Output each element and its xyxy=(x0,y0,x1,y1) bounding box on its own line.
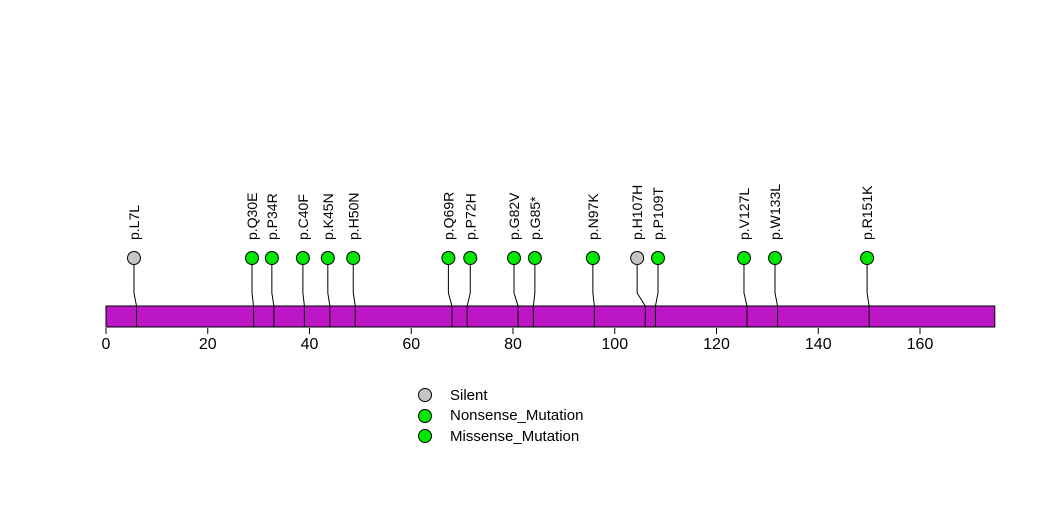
axis-tick-label: 60 xyxy=(402,336,420,353)
lollipop-stem xyxy=(866,258,870,327)
mutation-circle xyxy=(736,251,751,265)
axis-tick-label: 0 xyxy=(102,336,111,353)
mutation-label: p.H50N xyxy=(345,193,361,240)
mutation-circle xyxy=(441,251,456,265)
lollipop-stem xyxy=(743,258,748,327)
lollipop-stem xyxy=(271,258,275,327)
legend-item-missense-mutation: Missense_Mutation xyxy=(418,426,583,447)
nonsense-mutation-swatch-icon xyxy=(418,408,432,423)
mutation-label: p.G82V xyxy=(506,192,522,240)
mutation-circle xyxy=(585,251,600,265)
mutation-label: p.V127L xyxy=(736,188,752,240)
mutation-label: p.W133L xyxy=(767,184,783,240)
axis-tick-label: 120 xyxy=(703,336,730,353)
mutation-label: p.P34R xyxy=(264,193,280,240)
legend-label-missense-mutation: Missense_Mutation xyxy=(450,427,580,445)
mutation-circle xyxy=(264,251,279,265)
lollipop-stem xyxy=(251,258,255,327)
mutation-label: p.G85* xyxy=(527,196,543,240)
axis-tick-label: 140 xyxy=(805,336,832,353)
lollipop-stem xyxy=(447,258,453,327)
axis-tick-label: 20 xyxy=(199,336,217,353)
axis-tick-label: 80 xyxy=(504,336,522,353)
mutation-label: p.C40F xyxy=(295,194,311,240)
lollipop-stem xyxy=(532,258,536,327)
axis-tick-label: 160 xyxy=(907,336,934,353)
mutation-label: p.H107H xyxy=(629,185,645,240)
lollipop-stem xyxy=(302,258,305,327)
silent-swatch-icon xyxy=(418,388,432,403)
mutation-circle xyxy=(245,251,260,265)
lollipop-stem xyxy=(636,258,646,327)
mutation-label: p.R151K xyxy=(859,185,875,240)
mutation-label: p.K45N xyxy=(320,193,336,240)
mutation-circle xyxy=(463,251,478,265)
axis-tick-label: 40 xyxy=(301,336,319,353)
missense-mutation-swatch-icon xyxy=(418,429,432,444)
mutation-circle xyxy=(527,251,542,265)
lollipop-stem xyxy=(327,258,331,327)
mutation-label: p.L7L xyxy=(126,205,142,240)
lollipop-stem xyxy=(352,258,356,327)
lollipop-stem xyxy=(513,258,519,327)
lollipop-stem xyxy=(466,258,471,327)
legend-label-silent: Silent xyxy=(450,386,488,404)
mutation-circle xyxy=(320,251,335,265)
mutation-circle xyxy=(126,251,141,265)
mutation-circle xyxy=(650,251,665,265)
mutation-label: p.Q30E xyxy=(244,193,260,240)
mutation-label: p.P109T xyxy=(650,187,666,240)
mutation-circle xyxy=(630,251,645,265)
mutation-circle xyxy=(507,251,522,265)
lollipop-stem xyxy=(654,258,659,327)
mutation-circle xyxy=(346,251,361,265)
lollipop-stem xyxy=(133,258,138,327)
mutation-circle xyxy=(768,251,783,265)
legend-label-nonsense-mutation: Nonsense_Mutation xyxy=(450,407,584,425)
mutation-label: p.Q69R xyxy=(440,192,456,240)
mutation-label: p.P72H xyxy=(462,193,478,240)
protein-bar xyxy=(105,305,996,328)
axis-tick-label: 100 xyxy=(601,336,628,353)
legend-item-nonsense-mutation: Nonsense_Mutation xyxy=(418,406,583,427)
mutation-circle xyxy=(295,251,310,265)
mutation-circle xyxy=(860,251,875,265)
legend: Silent Nonsense_Mutation Missense_Mutati… xyxy=(418,385,583,447)
mutation-label: p.N97K xyxy=(585,193,601,240)
lollipop-stem xyxy=(592,258,595,327)
legend-item-silent: Silent xyxy=(418,385,583,406)
lollipop-stem xyxy=(774,258,779,327)
